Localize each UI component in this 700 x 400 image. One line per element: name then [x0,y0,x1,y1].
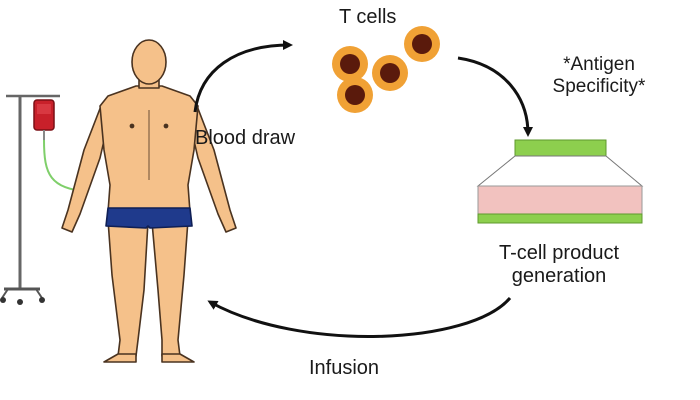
iv-bag [33,99,55,140]
antigen-label-line1: *Antigen [563,54,635,75]
t-cell [332,46,368,82]
antigen-specificity-label: *Antigen Specificity* [540,54,658,98]
t-cells-cluster [332,26,440,113]
antigen-label-line2: Specificity* [552,75,646,97]
t-cell-product-label: T-cell product generation [474,242,644,288]
product-label-line2: generation [511,265,607,287]
t-cell [337,77,373,113]
patient-figure [61,39,237,363]
t-cells-label: T cells [339,6,397,28]
t-cell-product-device [476,139,644,224]
blood-draw-label: Blood draw [195,127,296,149]
antigen-specificity-arrow [457,56,533,137]
infusion-arrow [207,297,512,338]
t-cell [372,55,408,91]
infusion-label: Infusion [309,357,380,379]
blood-draw-arrow [193,40,293,113]
product-label-line1: T-cell product [498,242,620,264]
t-cell [404,26,440,62]
iv-stand [0,94,60,305]
